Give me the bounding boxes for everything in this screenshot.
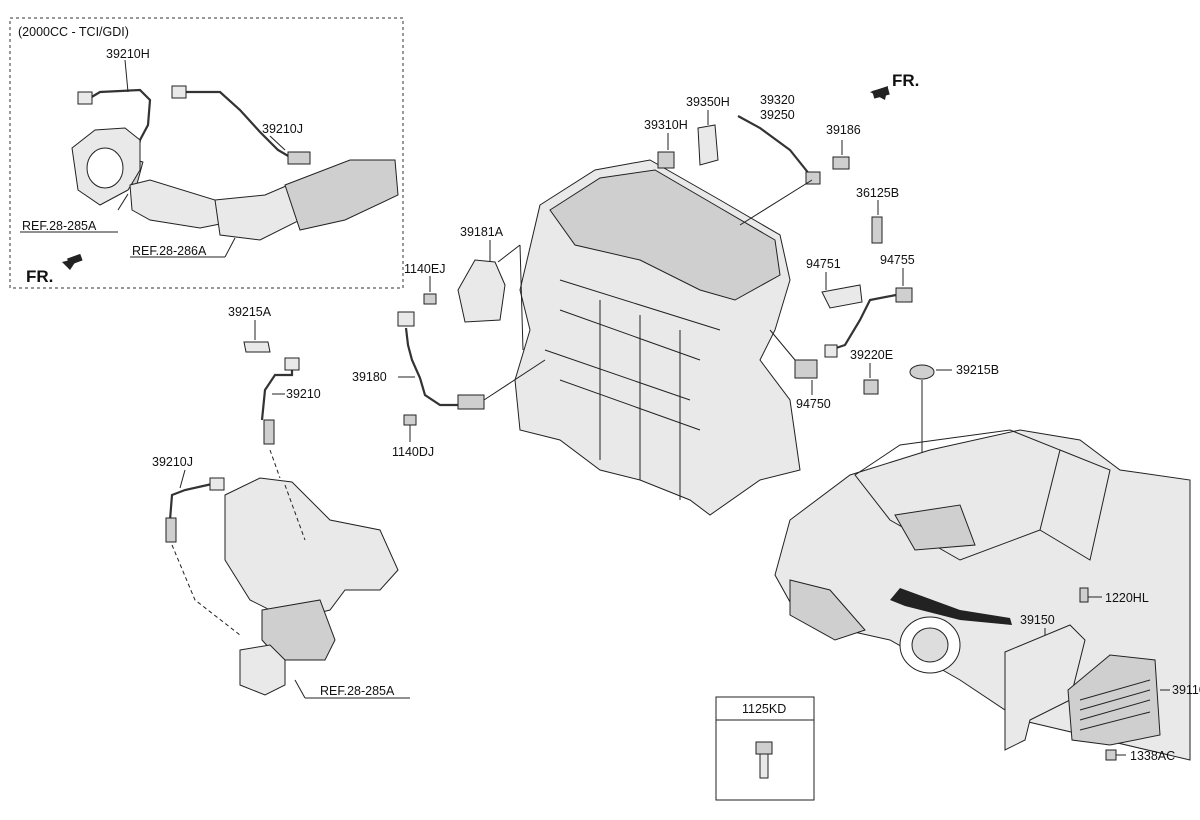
ecu-group: 1220HL 39150 39110 1338AC [1004,587,1200,763]
label-39215B: 39215B [956,363,999,377]
label-36125B: 36125B [856,186,899,200]
bolt-1140DJ[interactable] [403,414,417,426]
oxygen-sensor-wire-39210J-inset [185,90,296,161]
label-1125KD: 1125KD [742,702,786,716]
label-39181A: 39181A [460,225,504,239]
vehicle-grille [789,579,866,641]
bolt-head-1125KD[interactable] [755,741,773,755]
oxygen-sensor-wire-39210J [168,482,213,521]
label-39210: 39210 [286,387,321,401]
label-ref-28-285A-inset[interactable]: REF.28-285A [22,219,97,233]
sensor-connector-94755[interactable] [895,287,913,303]
label-39210J-inset: 39210J [262,122,303,136]
bracket-94751[interactable] [821,284,863,309]
label-39210H: 39210H [106,47,150,61]
oxygen-sensor-39210[interactable] [263,419,275,445]
label-1338AC: 1338AC [1130,749,1175,763]
label-39215A: 39215A [228,305,272,319]
label-fr-main: FR. [892,71,919,90]
bolt-39186[interactable] [832,156,850,170]
label-39180: 39180 [352,370,387,384]
bracket-39350H[interactable] [697,124,719,166]
label-ref-28-285A[interactable]: REF.28-285A [320,684,395,698]
label-39186: 39186 [826,123,861,137]
engine-bay [894,504,976,551]
heat-protector-39181A[interactable] [457,259,506,323]
oxygen-sensor-39210J[interactable] [165,517,177,543]
sensor-bracket-39215A[interactable] [243,341,271,353]
sensor-wire-39320 [737,115,811,176]
bolt-1140EJ[interactable] [423,293,437,305]
inset-variant-title: (2000CC - TCI/GDI) [18,25,129,39]
bolt-1338AC[interactable] [1105,749,1117,761]
cam-position-sensor-39310H[interactable] [657,151,675,169]
label-39250: 39250 [760,108,795,122]
oxygen-sensor-wire-39210 [260,368,294,421]
sensor-39220E[interactable] [863,379,879,395]
ecu-location-pointer [890,588,1012,625]
label-1220HL: 1220HL [1105,591,1149,605]
exhaust-manifold-heat-shield[interactable] [224,477,399,621]
label-39320: 39320 [760,93,795,107]
grommet-39215B[interactable] [909,364,935,380]
label-39110: 39110 [1172,683,1200,697]
label-39310H: 39310H [644,118,688,132]
inset-turbo-variant: (2000CC - TCI/GDI) 39210H 39210J REF.28-… [9,17,404,289]
catalytic-converter-inset[interactable] [284,159,399,231]
sensor-39180[interactable] [457,394,485,410]
bolt-shank-1125KD [759,753,769,779]
label-39150: 39150 [1020,613,1055,627]
sensor-connector-39210J [209,477,225,491]
label-fr-inset: FR. [26,267,53,286]
label-94750: 94750 [796,397,831,411]
sensor-94750[interactable] [794,359,818,379]
label-94755: 94755 [880,253,915,267]
ecu-bracket-39150[interactable] [1004,624,1086,751]
label-39350H: 39350H [686,95,730,109]
sensor-connector-39210H [77,91,93,105]
sensor-connector-39210 [284,357,300,371]
sensor-connector-39180 [397,311,415,327]
sensor-wire-94755 [829,293,897,352]
exhaust-flange-std [239,644,286,696]
cylinder-head [549,169,781,301]
engine-block-group: 39181A 1140EJ 39180 1140DJ 39310H 39350H… [352,71,919,516]
label-39220E: 39220E [850,348,893,362]
label-1140DJ: 1140DJ [392,445,434,459]
sensor-94755 [824,344,838,358]
catalytic-converter-std[interactable] [261,599,336,661]
fastener-box-1125KD: 1125KD [715,696,815,801]
label-1140EJ: 1140EJ [404,262,445,276]
label-ref-28-286A[interactable]: REF.28-286A [132,244,207,258]
label-39210J: 39210J [152,455,193,469]
sensor-wire-39180 [404,327,460,407]
oxygen-sensor-39210J-inset[interactable] [287,151,311,165]
inset-border [9,17,404,289]
bolt-1220HL[interactable] [1079,587,1089,603]
standard-manifold-group: 39215A 39210 39210J REF.28-285A [152,305,410,699]
downpipe-inset [129,179,231,229]
sensor-connector-39210J-inset [171,85,187,99]
bolt-36125B[interactable] [871,216,883,244]
label-94751: 94751 [806,257,841,271]
